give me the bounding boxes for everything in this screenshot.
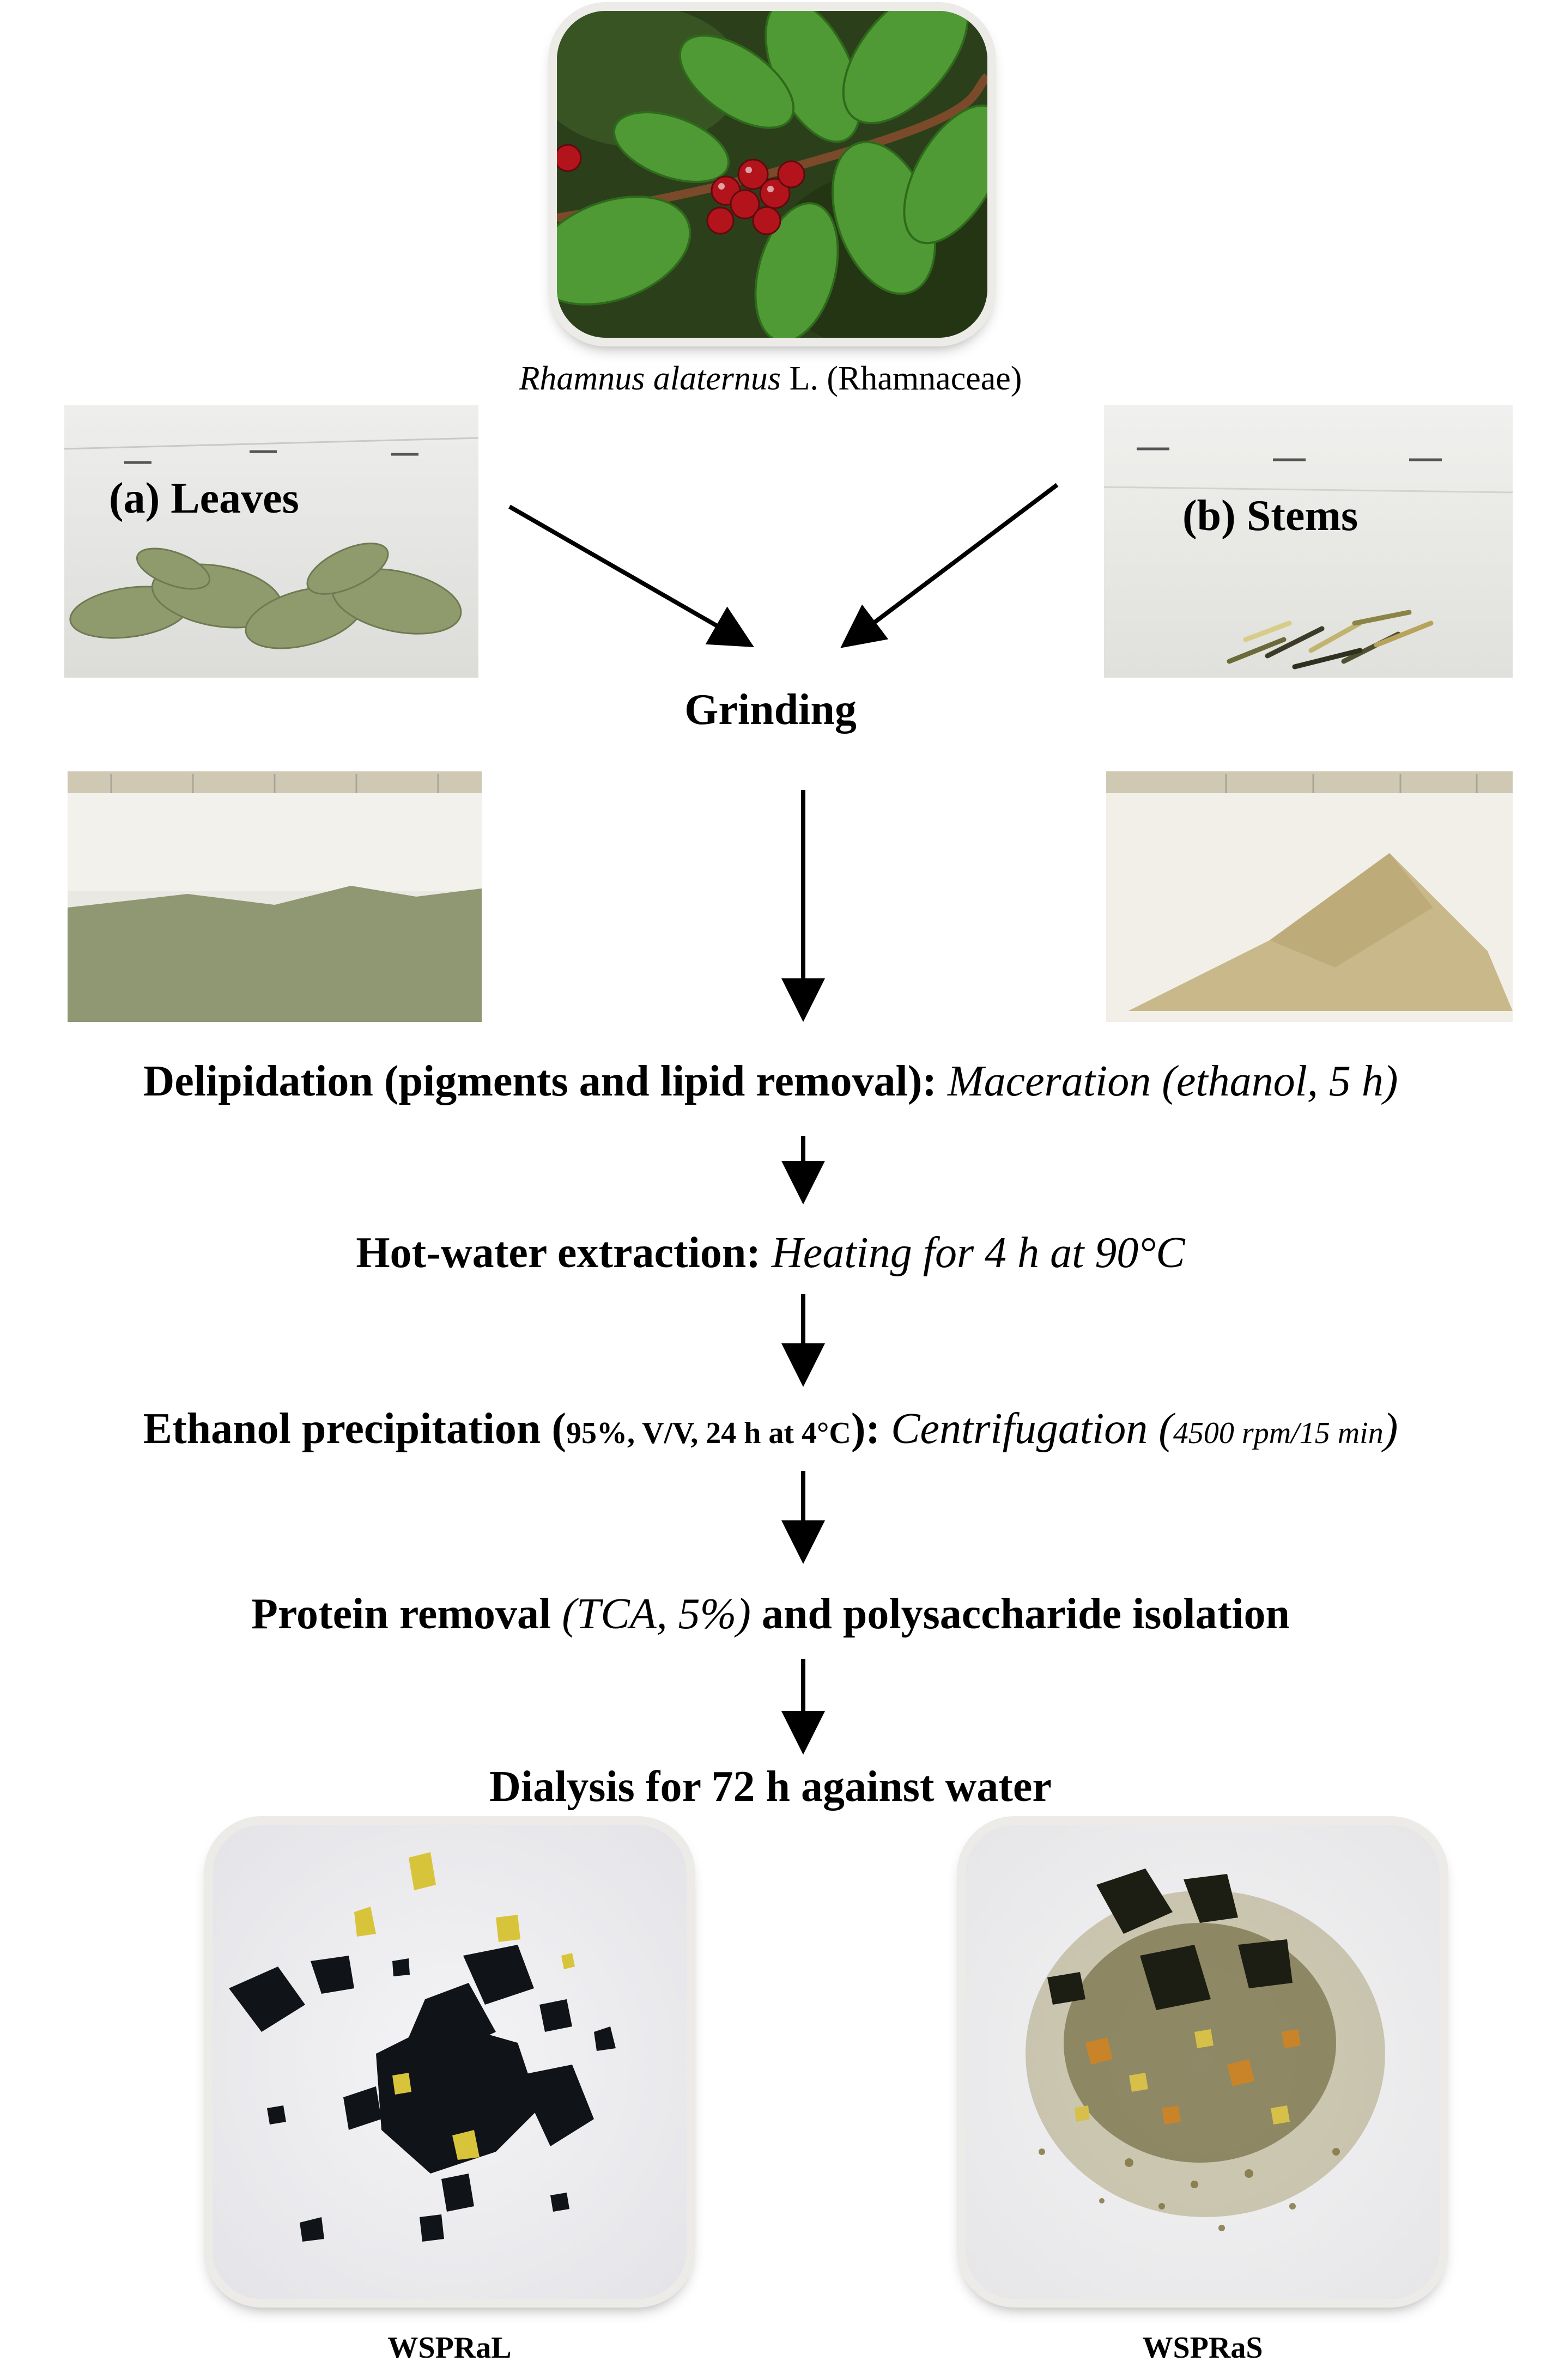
wspras-photo xyxy=(966,1825,1440,2299)
centrifugation-label: Centrifugation ( xyxy=(891,1405,1173,1453)
step-ethanol-precipitation: Ethanol precipitation (95%, V/V, 24 h at… xyxy=(0,1404,1541,1454)
step-protein-removal: Protein removal (TCA, 5%) and polysaccha… xyxy=(0,1590,1541,1639)
ethanol-title: Ethanol precipitation ( xyxy=(143,1405,567,1453)
leaves-label: (a) Leaves xyxy=(109,474,299,522)
delipidation-title: Delipidation (pigments and lipid removal… xyxy=(143,1057,948,1105)
leaves-powder-illustration xyxy=(68,771,482,1022)
wspral-photo xyxy=(213,1825,687,2299)
wspral-label: WSPRaL xyxy=(387,2331,512,2365)
leaves-illustration xyxy=(64,437,478,649)
step-dialysis: Dialysis for 72 h against water xyxy=(489,1763,1052,1811)
leaves-bag-photo xyxy=(64,405,478,678)
stems-label: (b) Stems xyxy=(1182,492,1358,540)
stems-bag-photo xyxy=(1104,405,1513,678)
plant-caption: Rhamnus alaternus L. (Rhamnaceae) xyxy=(0,360,1541,398)
step-delipidation: Delipidation (pigments and lipid removal… xyxy=(0,1057,1541,1106)
stems-powder-illustration xyxy=(1106,771,1513,1022)
ethanol-conditions: 95%, V/V, 24 h at 4°C xyxy=(566,1416,851,1450)
hotwater-title: Hot-water extraction: xyxy=(356,1229,772,1277)
stems-powder-photo xyxy=(1106,771,1513,1022)
delipidation-method: Maceration (ethanol, 5 h) xyxy=(947,1057,1398,1105)
protein-isolation: and polysaccharide isolation xyxy=(750,1590,1290,1638)
hotwater-method: Heating for 4 h at 90°C xyxy=(771,1229,1185,1277)
plant-species-name: Rhamnus alaternus xyxy=(519,360,781,397)
wspras-flakes xyxy=(1026,1868,1385,2231)
step-hot-water: Hot-water extraction: Heating for 4 h at… xyxy=(0,1228,1541,1278)
wspral-flakes xyxy=(229,1852,616,2242)
centrifugation-close: ) xyxy=(1383,1405,1398,1453)
protein-method: (TCA, 5%) xyxy=(562,1590,751,1638)
plant-photo xyxy=(557,11,987,338)
step-grinding: Grinding xyxy=(684,686,857,734)
stems-illustration xyxy=(1104,447,1513,669)
plant-illustration xyxy=(557,11,987,338)
centrifugation-conditions: 4500 rpm/15 min xyxy=(1173,1416,1384,1450)
leaves-powder-photo xyxy=(68,771,482,1022)
protein-title: Protein removal xyxy=(251,1590,562,1638)
wspras-label: WSPRaS xyxy=(1142,2331,1263,2365)
plant-family: L. (Rhamnaceae) xyxy=(781,360,1022,397)
ethanol-sep: ): xyxy=(851,1405,891,1453)
